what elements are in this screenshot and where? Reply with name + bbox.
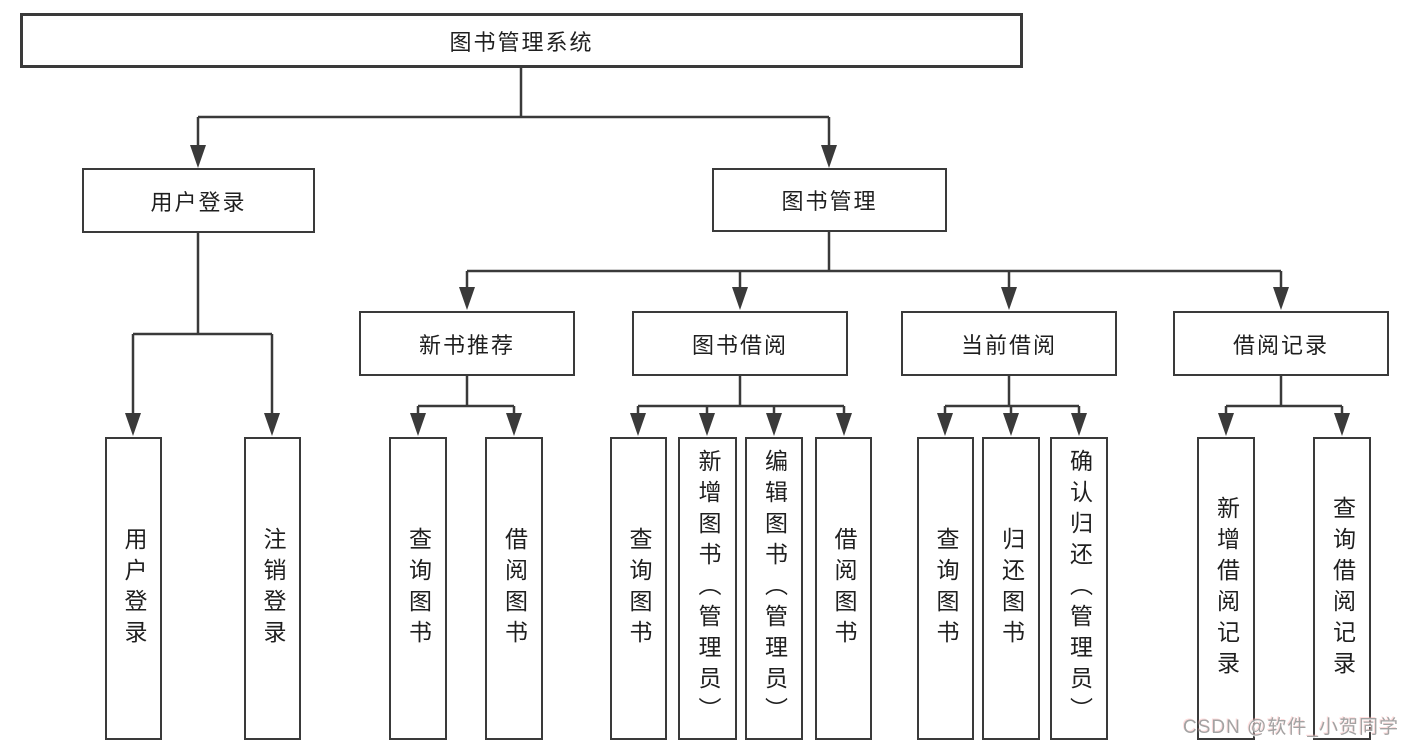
arrowhead <box>937 413 953 436</box>
node-add-borrow-record: 新增借阅记录 <box>1197 437 1255 740</box>
node-label: 查询图书 <box>933 526 959 651</box>
node-label: 查询图书 <box>626 526 652 651</box>
node-label: 用户登录 <box>121 526 147 651</box>
arrowhead <box>630 413 646 436</box>
node-user-login: 用户登录 <box>105 437 162 740</box>
arrowhead <box>459 287 475 310</box>
arrowhead <box>1218 413 1234 436</box>
node-query-books-current: 查询图书 <box>917 437 974 740</box>
arrowhead <box>1001 287 1017 310</box>
arrowhead <box>821 145 837 168</box>
node-label: 编辑图书（管理员） <box>761 449 788 728</box>
arrowhead <box>1071 413 1087 436</box>
node-query-books-recommend: 查询图书 <box>389 437 447 740</box>
node-label: 借阅记录 <box>1232 332 1329 358</box>
node-label: 新书推荐 <box>418 332 515 358</box>
arrowhead <box>125 413 141 436</box>
node-edit-book-admin: 编辑图书（管理员） <box>745 437 803 740</box>
node-confirm-return-admin: 确认归还（管理员） <box>1050 437 1108 740</box>
arrowhead <box>264 413 280 436</box>
node-label: 查询图书 <box>405 526 432 651</box>
node-label: 查询借阅记录 <box>1329 495 1356 682</box>
node-label: 借阅图书 <box>501 526 528 651</box>
node-label: 新增图书（管理员） <box>695 449 721 728</box>
arrowhead <box>1003 413 1019 436</box>
node-logout: 注销登录 <box>244 437 301 740</box>
node-label: 图书借阅 <box>691 332 788 358</box>
node-label: 借阅图书 <box>831 526 857 651</box>
node-return-book: 归还图书 <box>982 437 1040 740</box>
node-add-book-admin: 新增图书（管理员） <box>678 437 737 740</box>
arrowhead <box>1334 413 1350 436</box>
node-current-borrowing: 当前借阅 <box>901 311 1117 376</box>
node-book-management: 图书管理 <box>712 168 947 232</box>
arrowhead <box>836 413 852 436</box>
arrowhead <box>699 413 715 436</box>
node-query-borrow-record: 查询借阅记录 <box>1313 437 1371 740</box>
node-user-login-branch: 用户登录 <box>82 168 315 233</box>
node-new-book-recommend: 新书推荐 <box>359 311 575 376</box>
arrowhead <box>190 145 206 168</box>
node-book-borrowing: 图书借阅 <box>632 311 848 376</box>
node-label: 用户登录 <box>150 189 247 215</box>
arrowhead <box>410 413 426 436</box>
node-query-books-borrow: 查询图书 <box>610 437 667 740</box>
node-label: 新增借阅记录 <box>1213 495 1240 682</box>
node-label: 图书管理 <box>781 189 878 214</box>
arrowhead <box>732 287 748 310</box>
node-borrowing-records: 借阅记录 <box>1173 311 1389 376</box>
node-label: 当前借阅 <box>960 332 1057 358</box>
node-label: 确认归还（管理员） <box>1066 449 1093 728</box>
node-label: 图书管理系统 <box>449 29 594 55</box>
node-label: 归还图书 <box>998 526 1025 651</box>
edge-lines <box>131 68 1344 414</box>
node-label: 注销登录 <box>260 526 286 651</box>
arrowhead <box>1273 287 1289 310</box>
arrowhead <box>506 413 522 436</box>
arrowhead <box>766 413 782 436</box>
arrowheads <box>125 145 1350 436</box>
csdn-watermark: CSDN @软件_小贺同学 <box>1183 717 1399 738</box>
node-borrow-books-recommend: 借阅图书 <box>485 437 543 740</box>
node-borrow-books: 借阅图书 <box>815 437 872 740</box>
node-library-system: 图书管理系统 <box>20 13 1023 68</box>
